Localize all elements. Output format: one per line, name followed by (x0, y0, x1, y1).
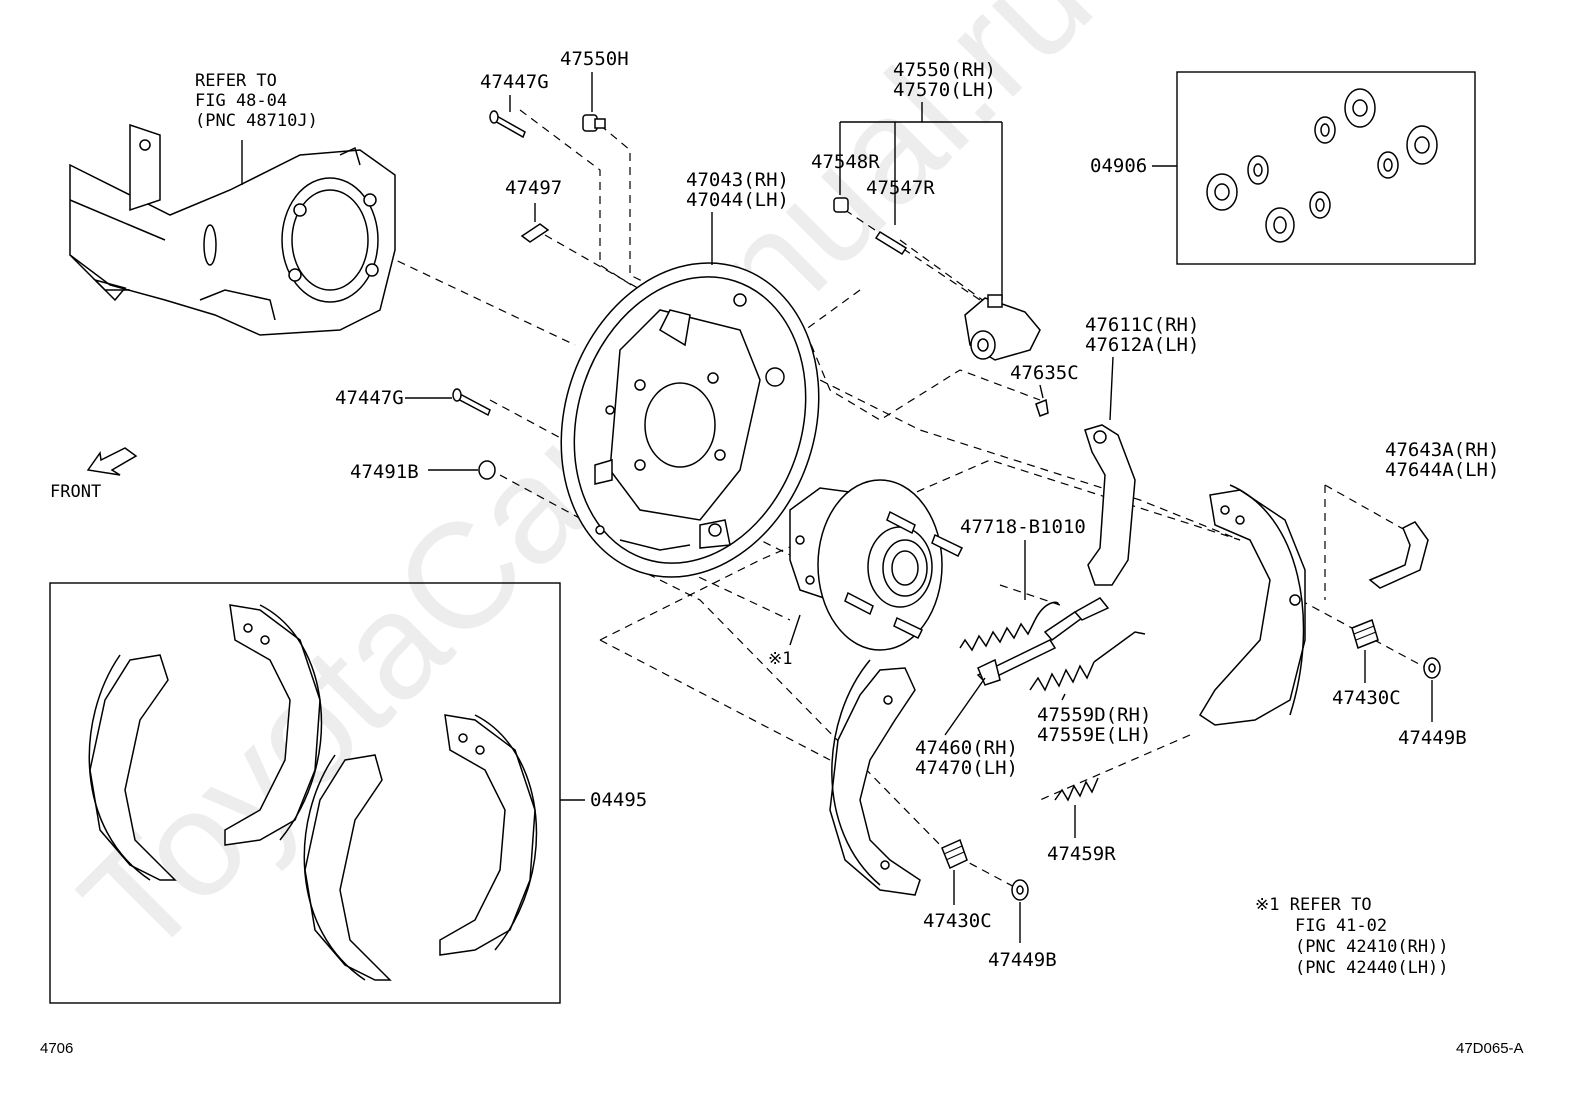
label-47044: 47044(LH) (686, 189, 789, 211)
label-47497: 47497 (505, 177, 562, 199)
nut-47550H: 47550H (560, 48, 629, 132)
label-47635C: 47635C (1010, 362, 1079, 384)
bolt-47447G-mid: 47447G (335, 387, 491, 417)
refer-knuckle-line2: FIG 48-04 (195, 91, 287, 111)
label-47459R: 47459R (1047, 843, 1116, 865)
label-47430C-right: 47430C (1332, 687, 1401, 709)
label-47043: 47043(RH) (686, 169, 789, 191)
front-arrow-icon: FRONT (50, 447, 138, 502)
label-47460: 47460(RH) (915, 737, 1018, 759)
shoe-kit-04495: 04495 (49, 582, 647, 1004)
label-47550: 47550(RH) (893, 59, 996, 81)
label-47550H: 47550H (560, 48, 629, 70)
label-47559D: 47559D(RH) (1037, 704, 1151, 726)
label-47449B-bottom: 47449B (988, 949, 1057, 971)
refer-hub-line2: FIG 41-02 (1295, 916, 1387, 936)
label-47430C-bottom: 47430C (923, 910, 992, 932)
label-47447G-mid: 47447G (335, 387, 404, 409)
label-47643A: 47643A(RH) (1385, 439, 1499, 461)
label-47470: 47470(LH) (915, 757, 1018, 779)
refer-knuckle-line1: REFER TO (195, 71, 277, 91)
label-47547R: 47547R (866, 177, 935, 199)
adjuster-group: 47718-B1010 47559D(RH) 47559E(LH) 47460(… (915, 516, 1151, 779)
front-label: FRONT (50, 482, 101, 502)
spring-47430C-bottom: 47430C (923, 838, 992, 932)
bolt-47447G-top: 47447G (480, 71, 549, 139)
label-47644A: 47644A(LH) (1385, 459, 1499, 481)
plug-47497: 47497 (505, 177, 562, 243)
lever-47643A: 47643A(RH) 47644A(LH) (1368, 439, 1499, 589)
backing-plate: 47043(RH) 47044(LH) (560, 169, 820, 578)
page-code-left: 4706 (40, 1040, 73, 1057)
label-47570: 47570(LH) (893, 79, 996, 101)
label-47491B: 47491B (350, 461, 419, 483)
refer-hub-line1: ※1 REFER TO (1255, 895, 1372, 915)
label-04906: 04906 (1090, 155, 1147, 177)
label-47449B-right: 47449B (1398, 727, 1467, 749)
spring-47430C-right: 47430C (1332, 618, 1401, 709)
label-47559E: 47559E(LH) (1037, 724, 1151, 746)
parking-brake-lever: 47611C(RH) 47612A(LH) 47635C (1010, 314, 1199, 586)
refer-knuckle: REFER TO FIG 48-04 (PNC 48710J) (195, 71, 318, 185)
label-47447G-top: 47447G (480, 71, 549, 93)
label-47548R: 47548R (811, 151, 880, 173)
label-47718: 47718-B1010 (960, 516, 1086, 538)
washer-47449B-right: 47449B (1398, 657, 1467, 749)
refer-hub-line4: (PNC 42440(LH)) (1295, 958, 1449, 978)
refer-knuckle-line3: (PNC 48710J) (195, 111, 318, 131)
label-47612A: 47612A(LH) (1085, 334, 1199, 356)
axle-hub: ※1 (768, 479, 964, 669)
refer-hub: ※1 REFER TO FIG 41-02 (PNC 42410(RH)) (P… (1255, 895, 1449, 978)
plug-47491B: 47491B (350, 460, 496, 483)
spring-47459R: 47459R (1047, 777, 1116, 865)
rear-brake-shoe-right (1198, 484, 1306, 726)
refer-hub-line3: (PNC 42410(RH)) (1295, 937, 1449, 957)
label-04495: 04495 (590, 789, 647, 811)
axle-carrier-knuckle (69, 123, 396, 336)
wheel-cylinder-group: 47550(RH) 47570(LH) 47548R 47547R (811, 59, 1041, 361)
label-47611C: 47611C(RH) (1085, 314, 1199, 336)
hub-mark: ※1 (768, 649, 792, 669)
page-code-right: 47D065-A (1456, 1040, 1524, 1057)
kit-04906: 04906 (1090, 71, 1476, 265)
rear-brake-shoe-left (829, 659, 921, 896)
washer-47449B-bottom: 47449B (988, 879, 1057, 971)
